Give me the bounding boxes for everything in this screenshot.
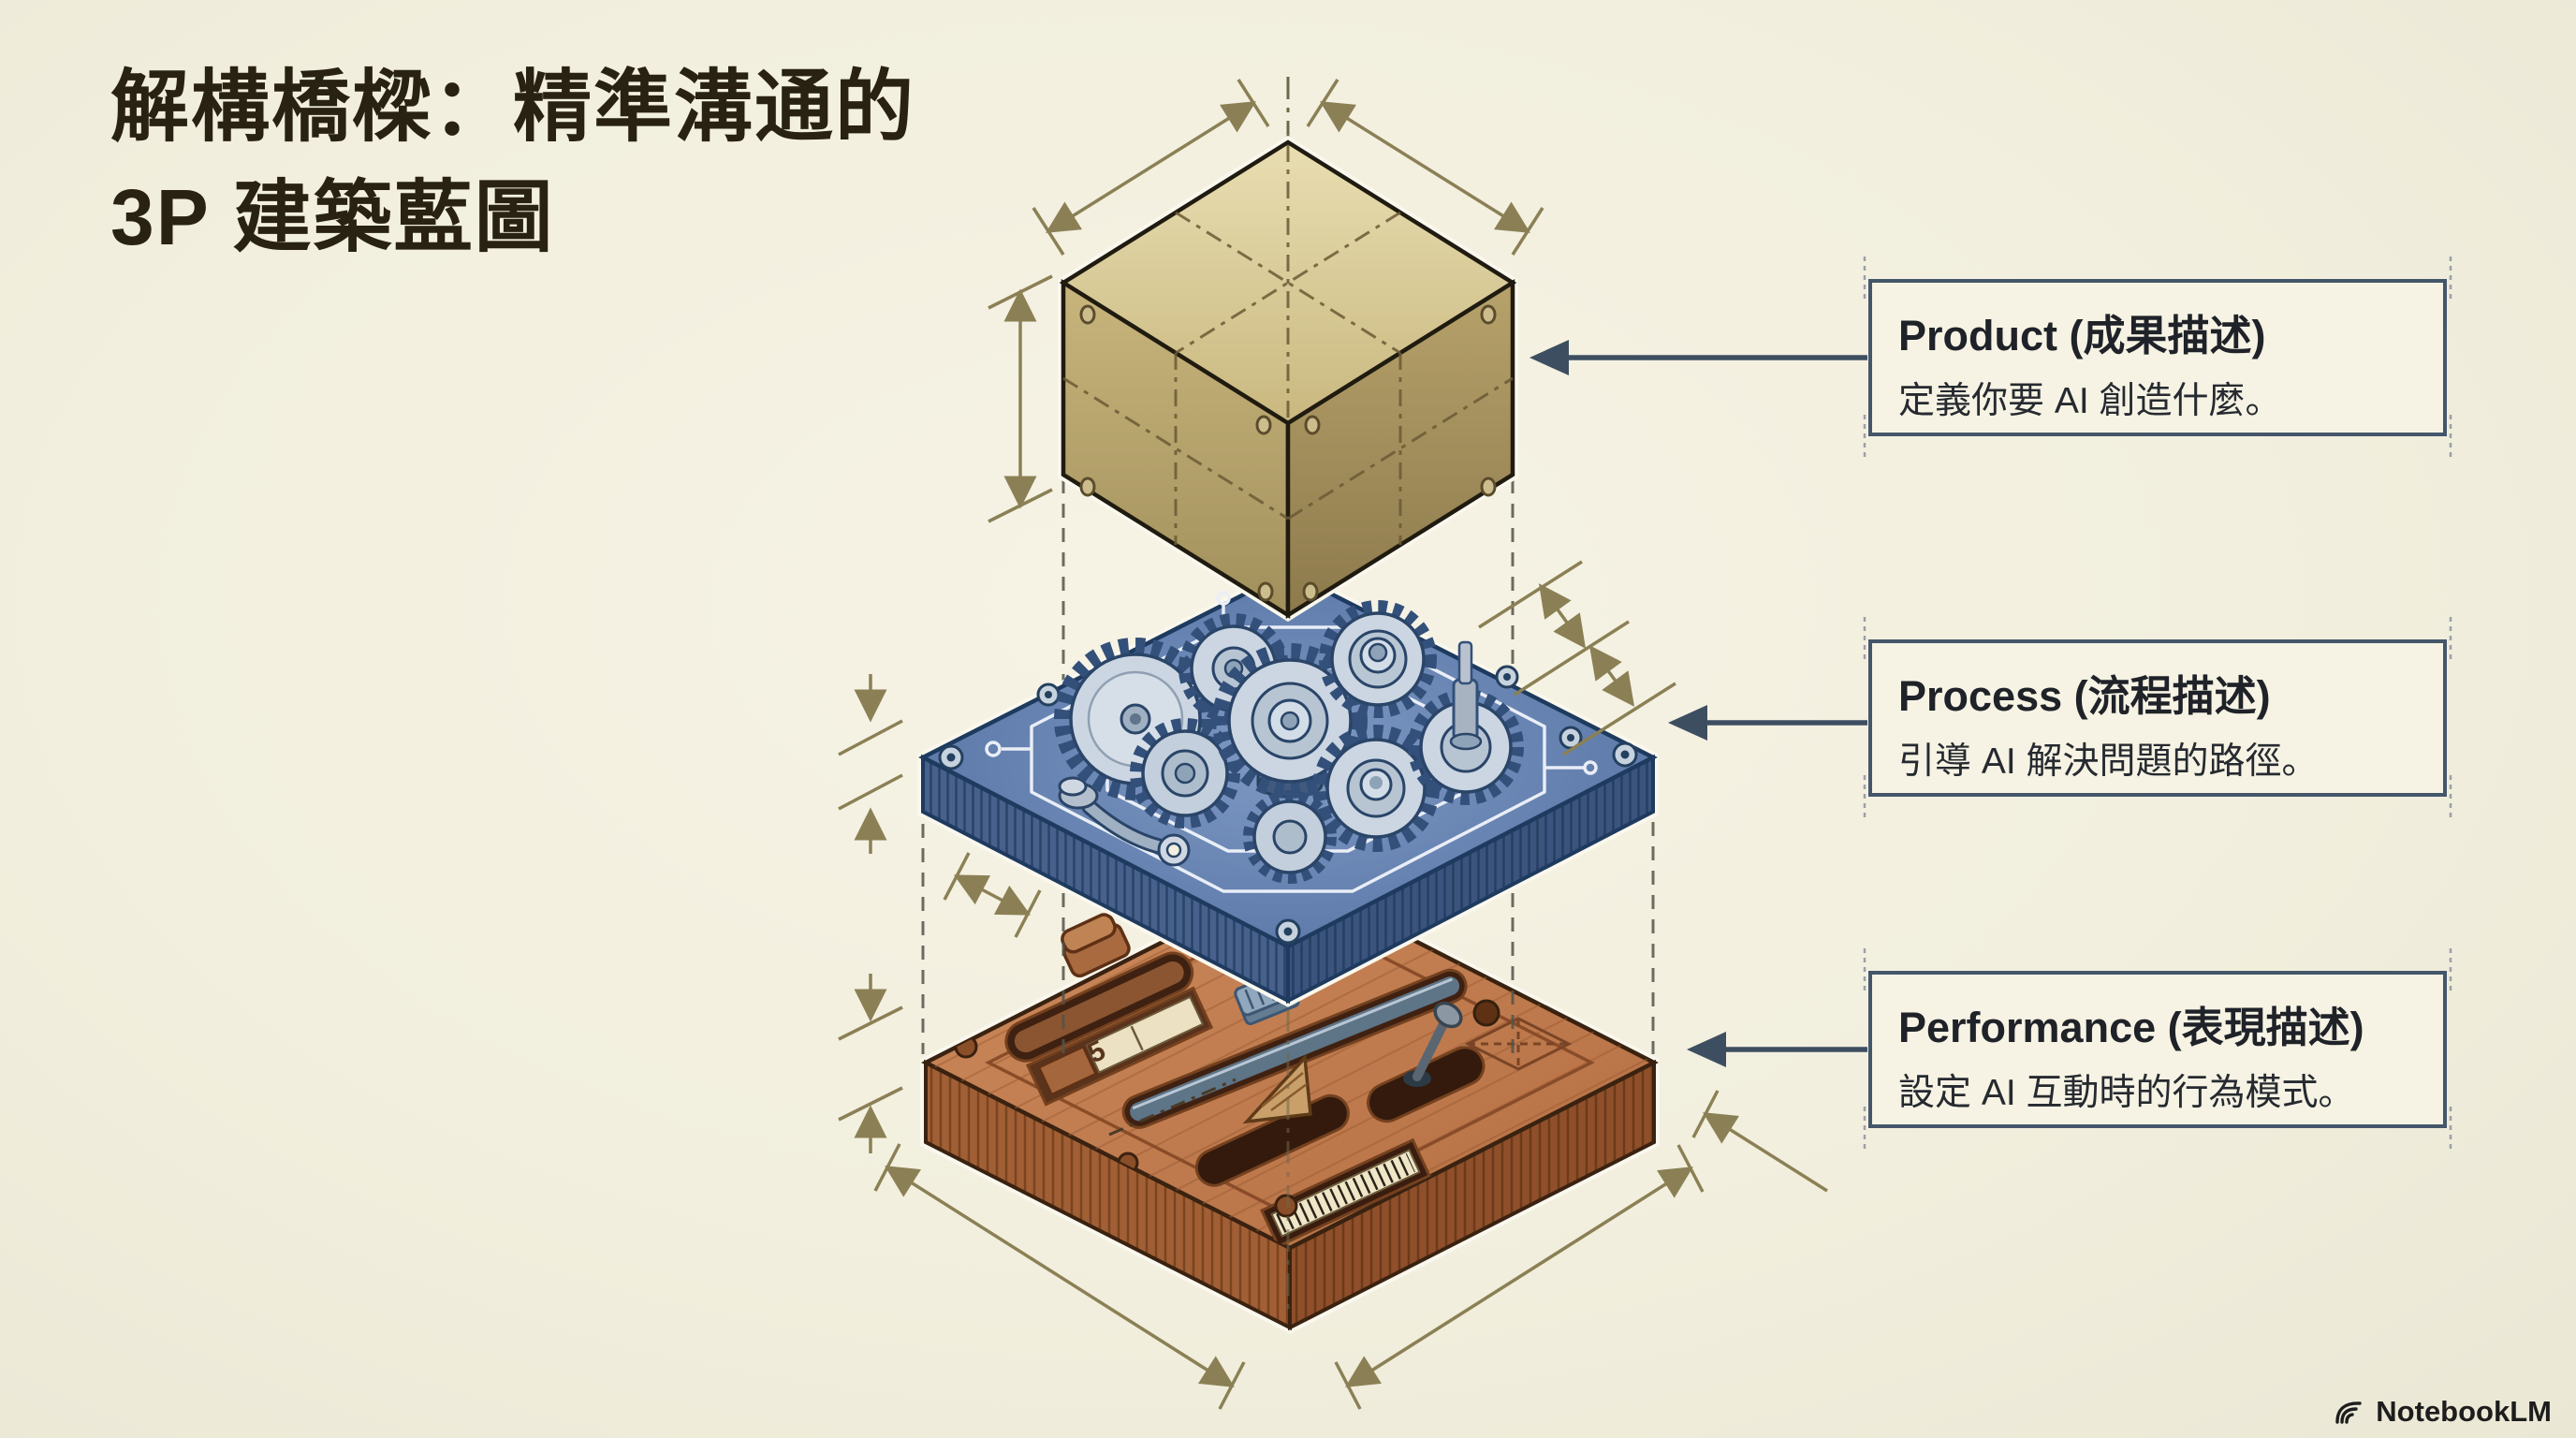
process-arrow bbox=[1668, 705, 1867, 741]
gear-with-shaft bbox=[1408, 640, 1524, 805]
crosshatch-square bbox=[1464, 1017, 1573, 1071]
process-plate-layer bbox=[917, 565, 1659, 1007]
crank-handle bbox=[1058, 776, 1191, 867]
callout-product: Product (成果描述) 定義你要 AI 創造什麼。 bbox=[1868, 279, 2447, 436]
construction-lines bbox=[921, 479, 1655, 1060]
ruler-groove bbox=[1026, 986, 1214, 1107]
performance-board-layer: 5 bbox=[920, 871, 1660, 1334]
performance-arrow bbox=[1687, 1032, 1867, 1067]
gear-icon bbox=[1212, 643, 1368, 799]
cube-rivets bbox=[1079, 304, 1497, 602]
callout-product-heading: Product (成果描述) bbox=[1898, 312, 2266, 360]
callout-performance-heading: Performance (表現描述) bbox=[1898, 1004, 2364, 1051]
page-title-line1: 解構橋樑：精準溝通的 bbox=[110, 63, 916, 151]
notebooklm-logo-icon bbox=[2335, 1401, 2362, 1424]
gear-icon bbox=[1319, 600, 1437, 718]
wood-slider bbox=[1004, 951, 1194, 1063]
joystick-lever bbox=[1403, 1001, 1463, 1087]
callout-process-description: 引導 AI 解決問題的路徑。 bbox=[1898, 741, 2319, 782]
callout-corner-ticks bbox=[1863, 257, 2452, 1152]
callout-arrows bbox=[1530, 340, 1867, 1067]
gear-train bbox=[1054, 600, 1524, 884]
page-title: 解構橋樑：精準溝通的 3P 建築藍圖 bbox=[110, 52, 915, 272]
callout-process: Process (流程描述) 引導 AI 解決問題的路徑。 bbox=[1868, 639, 2447, 797]
cube-centerlines bbox=[1062, 145, 1514, 545]
callout-performance-description: 設定 AI 互動時的行為模式。 bbox=[1898, 1073, 2355, 1113]
watermark-text: NotebookLM bbox=[2376, 1395, 2552, 1428]
wedge-ramp bbox=[1242, 1053, 1312, 1124]
round-hole bbox=[1472, 999, 1500, 1027]
plate-screws bbox=[938, 665, 1638, 945]
dimension-lines bbox=[838, 79, 1828, 1410]
product-cube-layer bbox=[1058, 135, 1518, 623]
watermark: NotebookLM bbox=[2334, 1395, 2552, 1429]
product-arrow bbox=[1530, 340, 1867, 375]
callout-product-description: 定義你要 AI 創造什麼。 bbox=[1898, 381, 2282, 421]
callout-process-heading: Process (流程描述) bbox=[1898, 672, 2271, 720]
callout-performance: Performance (表現描述) 設定 AI 互動時的行為模式。 bbox=[1868, 971, 2447, 1128]
page-title-line2: 3P 建築藍圖 bbox=[110, 172, 555, 261]
gear-icon bbox=[1312, 725, 1440, 852]
slider-rail bbox=[1121, 968, 1468, 1129]
gear-icon bbox=[1243, 790, 1337, 884]
